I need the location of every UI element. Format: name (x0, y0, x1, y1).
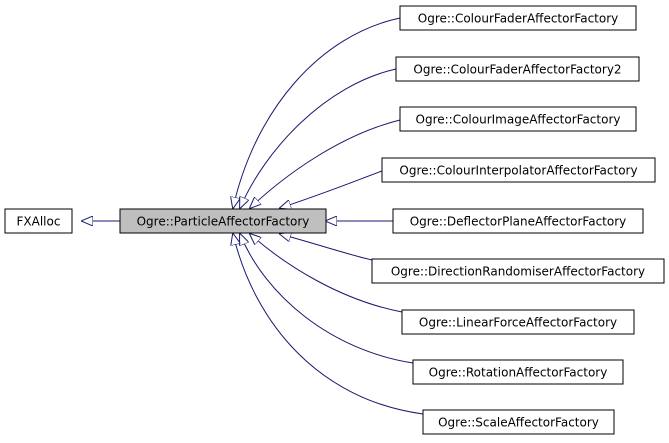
edge-colour-fader-to-particle (233, 17, 401, 208)
edge-linear-force-to-particle (250, 234, 403, 313)
node-label: Ogre::LinearForceAffectorFactory (419, 316, 617, 330)
node-colour-fader-affector-factory[interactable]: Ogre::ColourFaderAffectorFactory (399, 5, 637, 31)
node-label: Ogre::ParticleAffectorFactory (137, 215, 310, 229)
node-rotation-affector-factory[interactable]: Ogre::RotationAffectorFactory (412, 359, 624, 385)
edge-colour-interpolator-to-particle (280, 170, 383, 208)
node-fxalloc[interactable]: FXAlloc (4, 208, 73, 234)
node-label: Ogre::DirectionRandomiserAffectorFactory (391, 265, 645, 279)
node-label: FXAlloc (17, 215, 61, 229)
edges (82, 17, 424, 415)
node-label: Ogre::DeflectorPlaneAffectorFactory (410, 215, 627, 229)
edge-colour-fader2-to-particle (240, 68, 397, 208)
node-direction-randomiser-affector-factory[interactable]: Ogre::DirectionRandomiserAffectorFactory (371, 258, 665, 284)
node-scale-affector-factory[interactable]: Ogre::ScaleAffectorFactory (422, 409, 615, 435)
node-deflector-plane-affector-factory[interactable]: Ogre::DeflectorPlaneAffectorFactory (392, 208, 644, 234)
node-colour-fader-affector-factory2[interactable]: Ogre::ColourFaderAffectorFactory2 (395, 56, 640, 82)
node-label: Ogre::ColourFaderAffectorFactory (418, 12, 619, 26)
node-linear-force-affector-factory[interactable]: Ogre::LinearForceAffectorFactory (401, 309, 635, 335)
node-label: Ogre::RotationAffectorFactory (429, 366, 608, 380)
edge-scale-to-particle (233, 234, 424, 415)
edge-rotation-to-particle (240, 234, 414, 364)
edge-direction-randomiser-to-particle (280, 234, 373, 261)
node-colour-image-affector-factory[interactable]: Ogre::ColourImageAffectorFactory (399, 106, 637, 132)
node-label: Ogre::ColourImageAffectorFactory (416, 113, 621, 127)
node-particle-affector-factory[interactable]: Ogre::ParticleAffectorFactory (119, 208, 327, 234)
node-label: Ogre::ColourFaderAffectorFactory2 (413, 63, 621, 77)
node-label: Ogre::ColourInterpolatorAffectorFactory (399, 164, 637, 178)
node-label: Ogre::ScaleAffectorFactory (438, 416, 599, 430)
node-colour-interpolator-affector-factory[interactable]: Ogre::ColourInterpolatorAffectorFactory (381, 157, 656, 183)
edge-colour-image-to-particle (250, 119, 401, 208)
